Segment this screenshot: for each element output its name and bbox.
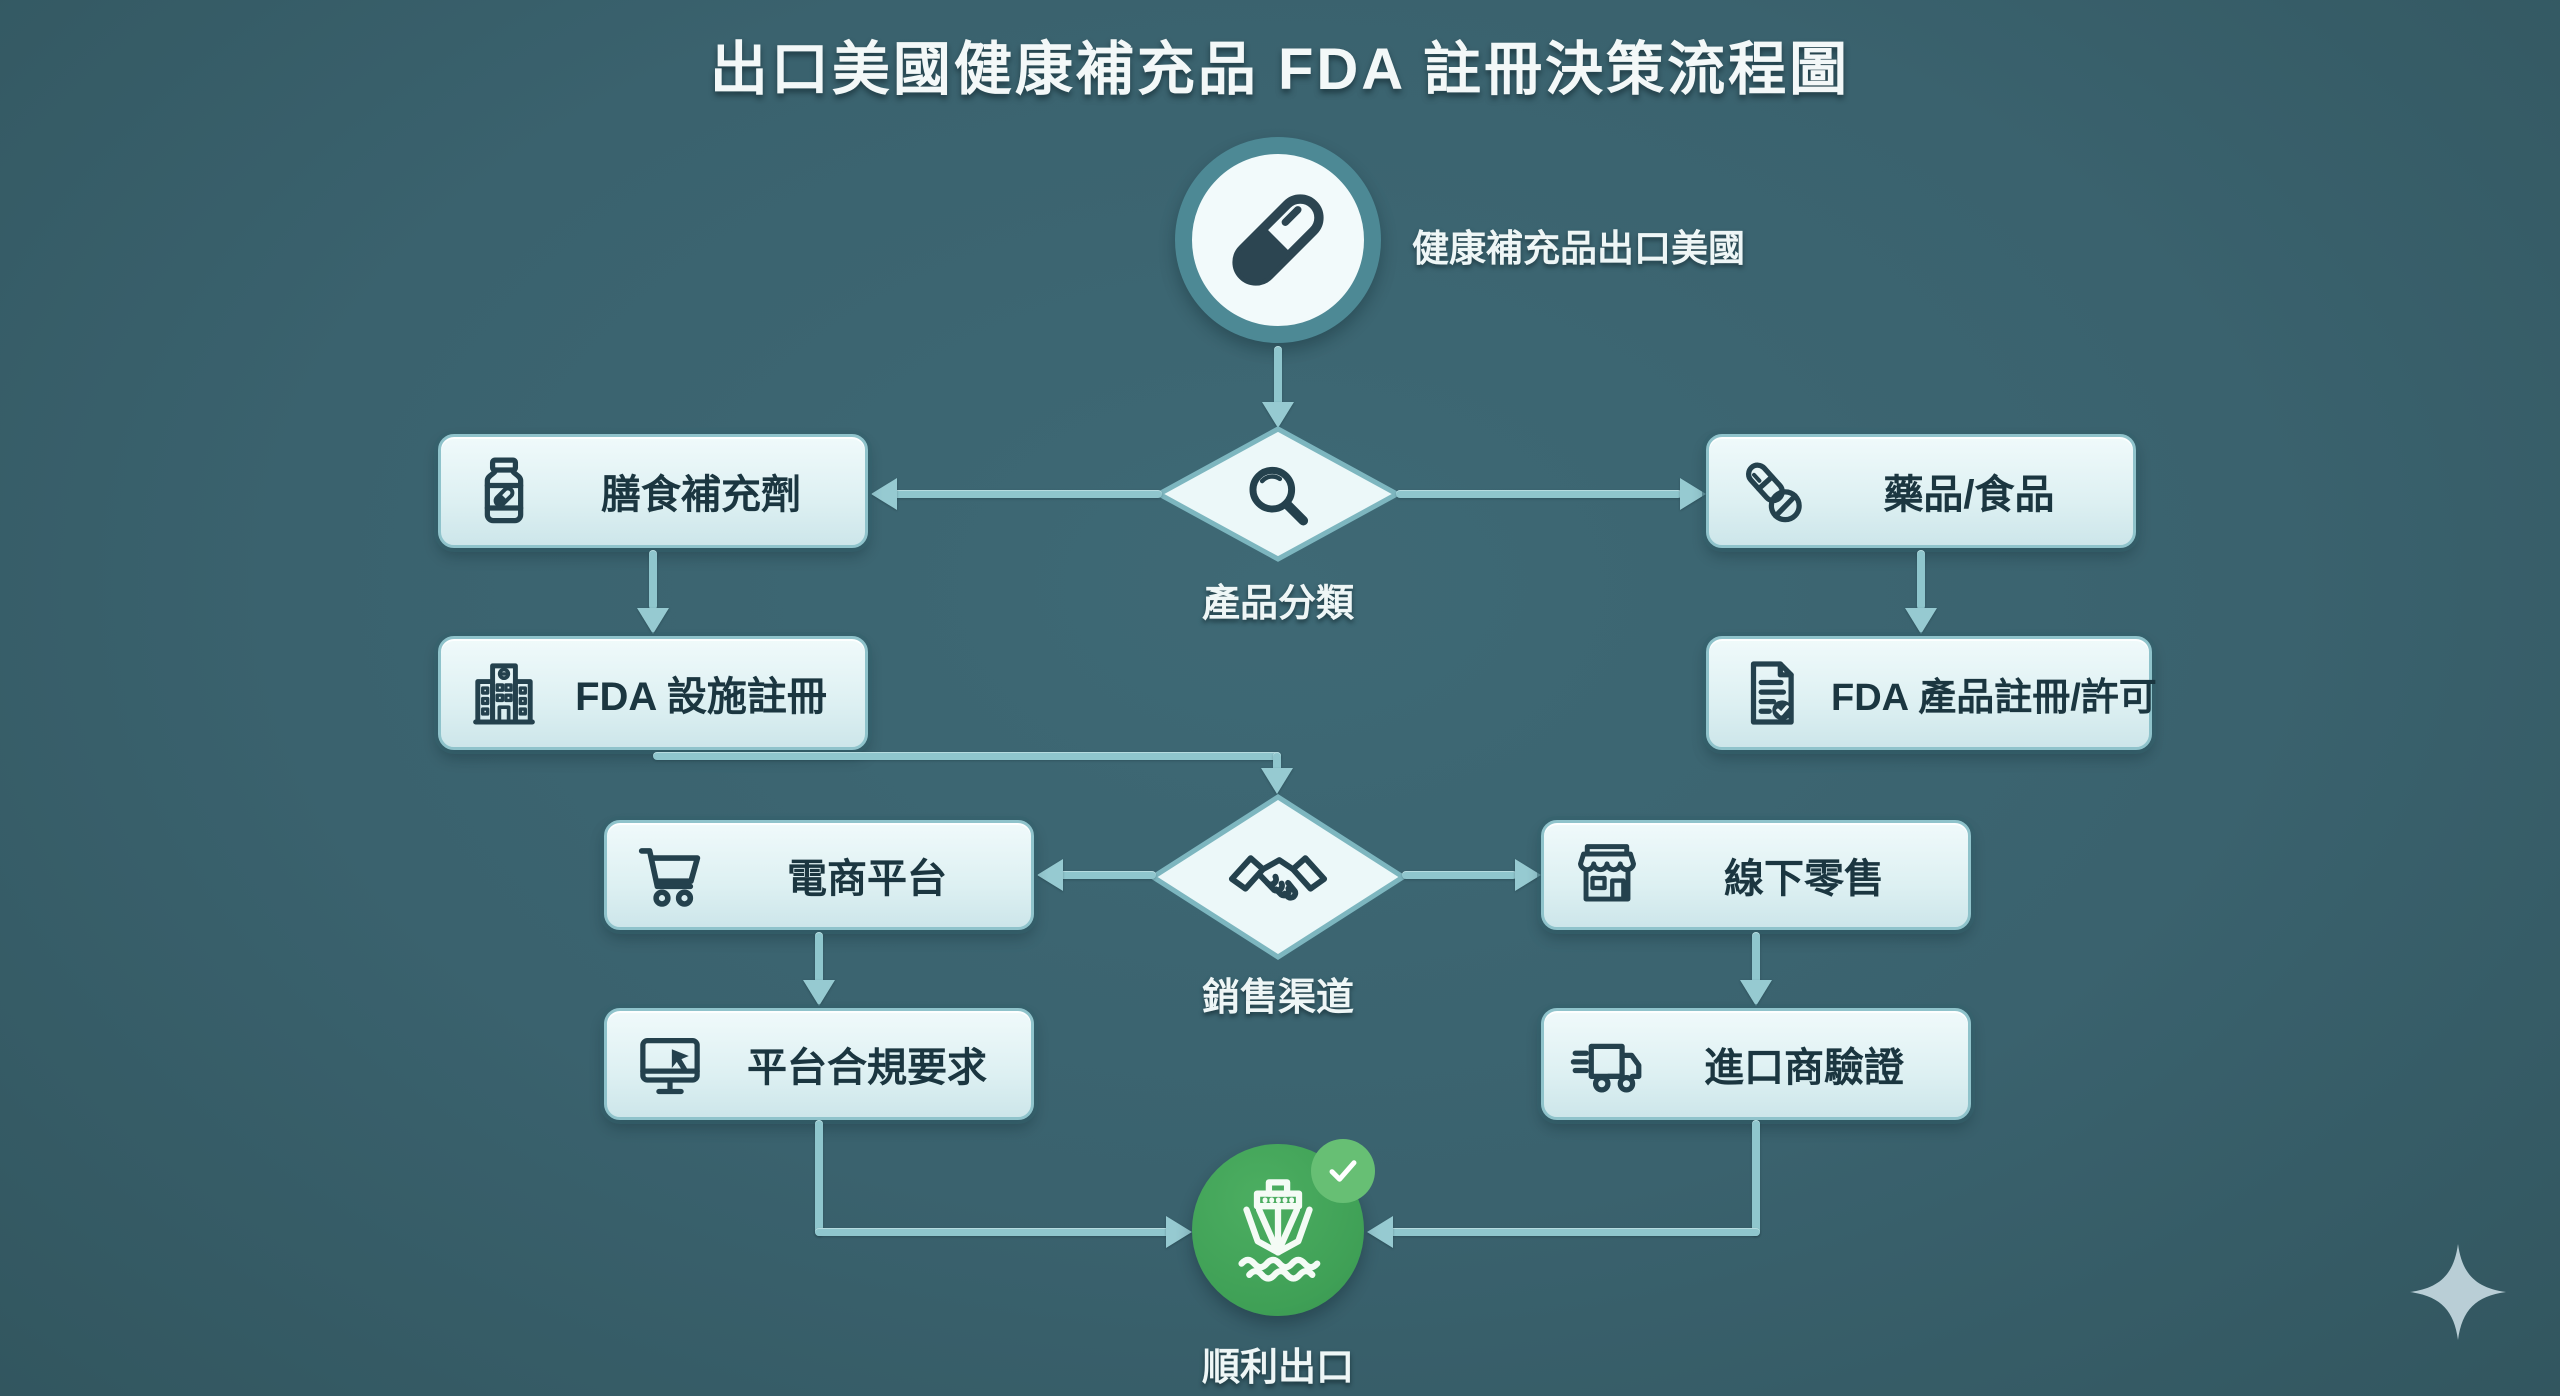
arrowhead-left-icon	[1364, 1216, 1393, 1248]
drug-food-label: 藥品/食品	[1883, 473, 2055, 517]
connector-ecommerce-to-compliance	[815, 932, 823, 984]
fda-product-registration-label: FDA 產品註冊/許可	[1831, 676, 2157, 719]
arrowhead-down-icon	[1905, 608, 1937, 637]
connector-facility-to-channel-horizontal	[653, 752, 1281, 760]
node-start	[1175, 137, 1381, 343]
arrowhead-left-icon	[1034, 859, 1063, 891]
arrowhead-down-icon	[1740, 980, 1772, 1009]
ship-icon	[1238, 1179, 1321, 1282]
node-drug-food: 藥品/食品	[1706, 434, 2136, 548]
diamond-shape	[1154, 426, 1402, 562]
platform-compliance-label: 平台合規要求	[747, 1046, 987, 1090]
connector-classification-to-drugfood	[1396, 490, 1682, 498]
arrowhead-down-icon	[1261, 768, 1293, 797]
connector-compliance-to-export-vertical	[815, 1120, 823, 1236]
fda-facility-registration-label: FDA 設施註冊	[575, 675, 827, 719]
node-fda-product-registration: FDA 產品註冊/許可	[1706, 636, 2157, 750]
capsule-icon	[1232, 194, 1324, 286]
facility-building-icon	[473, 663, 535, 725]
arrowhead-down-icon	[803, 980, 835, 1009]
successful-export-label: 順利出口	[1201, 1347, 1355, 1389]
connector-importer-to-export-horizontal	[1388, 1228, 1760, 1236]
connector-drugfood-to-productreg	[1917, 550, 1925, 610]
pill-prohibited-icon	[1746, 462, 1802, 523]
handshake-icon	[1228, 855, 1328, 901]
connector-classification-to-dietary	[890, 490, 1162, 498]
node-fda-facility-registration: FDA 設施註冊	[438, 636, 868, 750]
arrowhead-right-icon	[1680, 478, 1709, 510]
node-sales-channel-decision	[1148, 792, 1408, 962]
start-node-label: 健康補充品出口美國	[1412, 228, 1745, 269]
connector-dietary-to-facility	[649, 550, 657, 610]
sparkle-icon	[2410, 1244, 2506, 1340]
dietary-supplement-label: 膳食補充劑	[601, 473, 801, 517]
node-ecommerce-platform: 電商平台	[604, 820, 1034, 930]
delivery-truck-icon	[1570, 1043, 1642, 1093]
document-check-icon	[1750, 661, 1794, 725]
connector-channel-to-retail	[1402, 871, 1517, 879]
supplement-bottle-icon	[484, 457, 524, 524]
node-platform-compliance: 平台合規要求	[604, 1008, 1034, 1120]
sales-channel-decision-label: 銷售渠道	[1201, 977, 1355, 1019]
node-offline-retail: 線下零售	[1541, 820, 1971, 930]
node-product-classification-decision	[1154, 424, 1402, 564]
arrowhead-left-icon	[868, 478, 897, 510]
check-badge-icon	[1311, 1139, 1375, 1203]
page-title: 出口美國健康補充品 FDA 註冊決策流程圖	[709, 37, 1851, 102]
connector-start-to-classification	[1274, 346, 1282, 408]
shopping-cart-icon	[638, 848, 701, 907]
magnifier-icon	[1249, 466, 1309, 526]
arrowhead-right-icon	[1515, 859, 1544, 891]
connector-importer-to-export-vertical	[1752, 1120, 1760, 1236]
connector-facility-to-channel-vertical	[1273, 752, 1281, 774]
node-dietary-supplement: 膳食補充劑	[438, 434, 868, 548]
connector-retail-to-importer	[1752, 932, 1760, 984]
storefront-icon	[1578, 844, 1636, 902]
classification-decision-label: 產品分類	[1201, 583, 1355, 625]
importer-verification-label: 進口商驗證	[1704, 1046, 1904, 1090]
node-importer-verification: 進口商驗證	[1541, 1008, 1971, 1120]
monitor-cursor-icon	[640, 1037, 700, 1095]
connector-compliance-to-export-horizontal	[815, 1228, 1170, 1236]
ecommerce-platform-label: 電商平台	[787, 857, 947, 901]
connector-channel-to-ecommerce	[1054, 871, 1156, 879]
arrowhead-down-icon	[1262, 402, 1294, 431]
arrowhead-down-icon	[637, 608, 669, 637]
arrowhead-right-icon	[1166, 1216, 1195, 1248]
offline-retail-label: 線下零售	[1724, 857, 1884, 901]
